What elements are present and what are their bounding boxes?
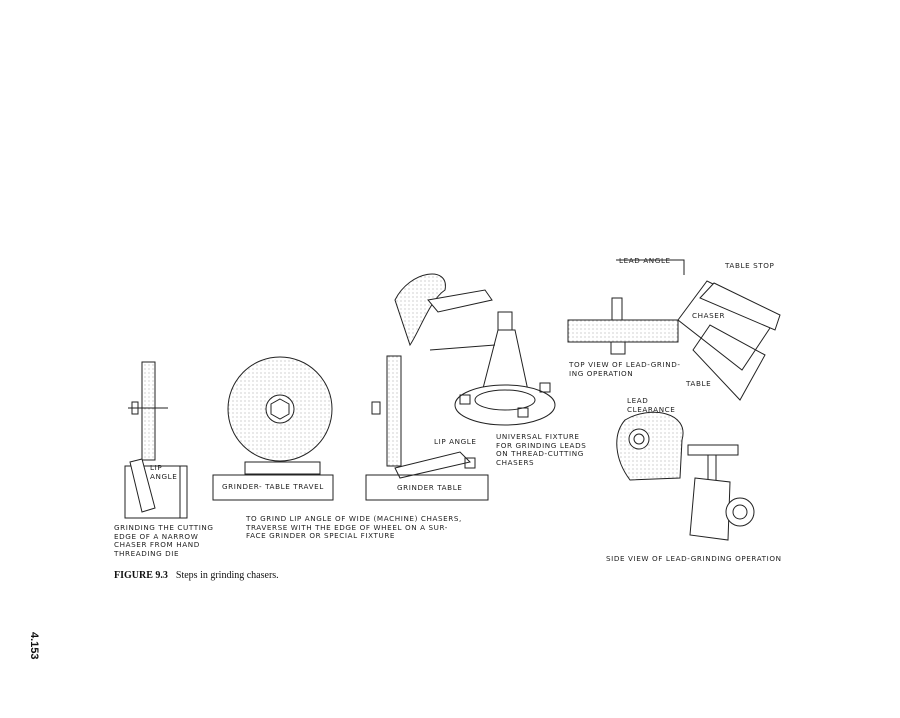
label-lip-angle-mid: LIP ANGLE bbox=[434, 437, 477, 446]
top-view-drawing bbox=[567, 259, 781, 401]
label-lip-angle-left: LIP ANGLE bbox=[150, 463, 178, 481]
grinding-wheel-view bbox=[212, 356, 334, 501]
label-grinder-table: GRINDER TABLE bbox=[397, 483, 463, 492]
label-side-view: SIDE VIEW OF LEAD-GRINDING OPERATION bbox=[606, 554, 782, 563]
label-top-view: TOP VIEW OF LEAD-GRIND- ING OPERATION bbox=[569, 360, 681, 378]
caption-number: FIGURE 9.3 bbox=[114, 570, 168, 581]
page-number: 4.153 bbox=[28, 632, 40, 660]
lip-angle-view bbox=[365, 355, 489, 501]
side-view-drawing bbox=[616, 411, 755, 541]
label-table-stop: TABLE STOP bbox=[725, 261, 775, 270]
label-wide-chasers: TO GRIND LIP ANGLE OF WIDE (MACHINE) CHA… bbox=[246, 514, 462, 541]
label-chaser: CHASER bbox=[692, 311, 726, 320]
label-lead-clearance: LEAD CLEARANCE bbox=[627, 396, 676, 414]
label-universal-fixture: UNIVERSAL FIXTURE FOR GRINDING LEADS ON … bbox=[496, 432, 587, 467]
narrow-chaser-view bbox=[124, 361, 188, 519]
label-lead-angle: LEAD ANGLE bbox=[619, 256, 671, 265]
figure-caption: FIGURE 9.3 Steps in grinding chasers. bbox=[114, 570, 279, 581]
universal-fixture bbox=[394, 273, 556, 426]
label-narrow-chaser: GRINDING THE CUTTING EDGE OF A NARROW CH… bbox=[114, 523, 214, 558]
caption-text: Steps in grinding chasers. bbox=[175, 570, 279, 581]
label-grinder-table-travel: GRINDER- TABLE TRAVEL bbox=[222, 482, 324, 491]
label-table: TABLE bbox=[686, 379, 712, 388]
